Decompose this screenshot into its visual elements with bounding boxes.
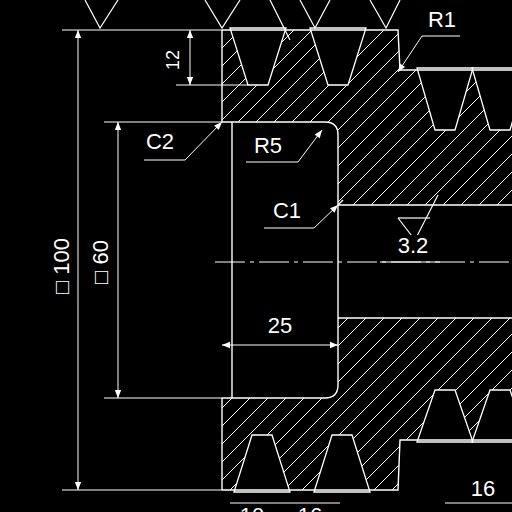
- radius-callout: R1: [426, 9, 458, 31]
- part-outline: [222, 30, 512, 490]
- chamfer-callout: C2: [144, 131, 176, 153]
- section-hatch: [222, 30, 512, 490]
- dimension-text: □ 60: [90, 238, 112, 286]
- belt-grooves: [230, 28, 512, 492]
- dimension-lines: [62, 30, 512, 503]
- dimension-text: 16: [469, 478, 497, 500]
- radius-callout: R5: [252, 135, 284, 157]
- chamfer-callout: C1: [271, 200, 303, 222]
- dimension-text: □ 100: [51, 236, 73, 296]
- center-line: [215, 262, 512, 263]
- dimension-text: 12: [164, 48, 182, 72]
- dimension-text: 10: [238, 505, 266, 512]
- leader-lines: [144, 36, 460, 228]
- dimension-text: 25: [266, 315, 294, 337]
- roughness-value: 3.2: [396, 235, 431, 257]
- groove-outlines: [85, 0, 400, 40]
- dimension-text: 16: [296, 505, 324, 512]
- surface-finish-symbol: [380, 195, 440, 262]
